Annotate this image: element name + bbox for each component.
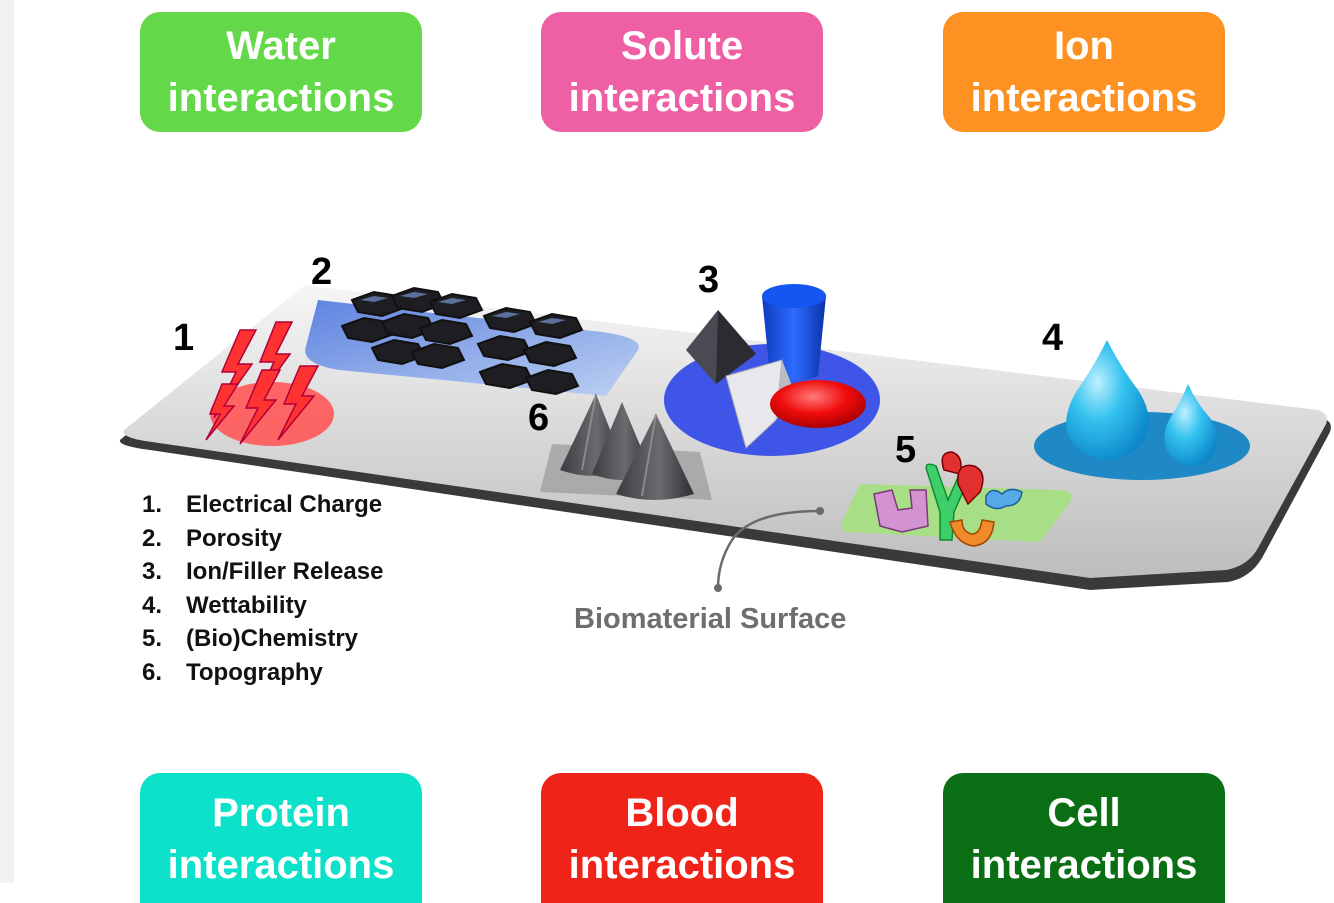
pore-hexagons-icon [340, 286, 584, 396]
legend-item: 5. (Bio)Chemistry [142, 622, 383, 656]
box-title: Cell [1047, 791, 1121, 835]
box-title: Protein [212, 791, 350, 835]
blue-cylinder-top [762, 284, 826, 308]
ion-interactions-box: Ion interactions [943, 12, 1225, 132]
large-water-drop-icon [1066, 340, 1149, 460]
blue-cylinder [762, 296, 826, 381]
surface-pointer-dot-top [816, 507, 824, 515]
marker-2: 2 [311, 251, 333, 293]
left-margin-strip [0, 0, 14, 883]
legend-number: 1. [142, 491, 163, 518]
legend-label: Ion/Filler Release [186, 558, 384, 586]
legend-number: 5. [142, 625, 163, 653]
marker-3: 3 [698, 259, 720, 301]
box-title: Blood [625, 791, 739, 835]
marker-5: 5 [895, 429, 917, 471]
legend-item: 4. Wettability [142, 589, 383, 623]
legend-item: 1. Electrical Charge [142, 488, 383, 522]
marker-4: 4 [1042, 317, 1064, 359]
box-title: Water [226, 24, 336, 68]
property-legend: 1. Electrical Charge 2. Porosity 3. Ion/Fil… [142, 488, 383, 690]
legend-item: 6. Topography [142, 656, 383, 690]
cell-interactions-box: Cell interactions [943, 773, 1225, 903]
dark-octahedron-face [716, 310, 756, 384]
legend-number: 3. [142, 558, 163, 586]
legend-label: Electrical Charge [186, 491, 383, 518]
small-water-drop-icon [1164, 384, 1218, 466]
legend-label: Topography [186, 658, 323, 686]
box-subtitle: interactions [568, 843, 796, 887]
water-interactions-box: Water interactions [140, 12, 422, 132]
box-title: Ion [1054, 24, 1114, 68]
box-subtitle: interactions [970, 843, 1198, 887]
legend-item: 3. Ion/Filler Release [142, 555, 383, 589]
pore-hexagon-highlights [360, 292, 566, 324]
box-title: Solute [620, 24, 744, 68]
legend-number: 6. [142, 658, 163, 686]
biomaterial-surface-illustration [119, 284, 1331, 592]
box-subtitle: interactions [568, 76, 796, 120]
marker-6: 6 [528, 397, 550, 439]
marker-1: 1 [173, 317, 195, 359]
molecules-icon [873, 451, 1023, 547]
box-subtitle: interactions [167, 843, 395, 887]
legend-number: 4. [142, 591, 163, 619]
legend-label: (Bio)Chemistry [186, 625, 359, 653]
legend-item: 2. Porosity [142, 522, 383, 556]
box-subtitle: interactions [167, 76, 395, 120]
cones-icon [560, 393, 694, 500]
legend-number: 2. [142, 524, 163, 552]
lightning-bolts-icon [205, 321, 320, 445]
legend-label: Wettability [186, 591, 307, 619]
surface-pointer-dot-bottom [714, 584, 722, 592]
blood-interactions-box: Blood interactions [541, 773, 823, 903]
solute-interactions-box: Solute interactions [541, 12, 823, 132]
surface-pointer-line [716, 509, 821, 589]
box-subtitle: interactions [970, 76, 1198, 120]
biomaterial-surface-label: Biomaterial Surface [574, 603, 847, 635]
red-disc [770, 380, 866, 428]
legend-label: Porosity [186, 524, 283, 552]
protein-interactions-box: Protein interactions [140, 773, 422, 903]
